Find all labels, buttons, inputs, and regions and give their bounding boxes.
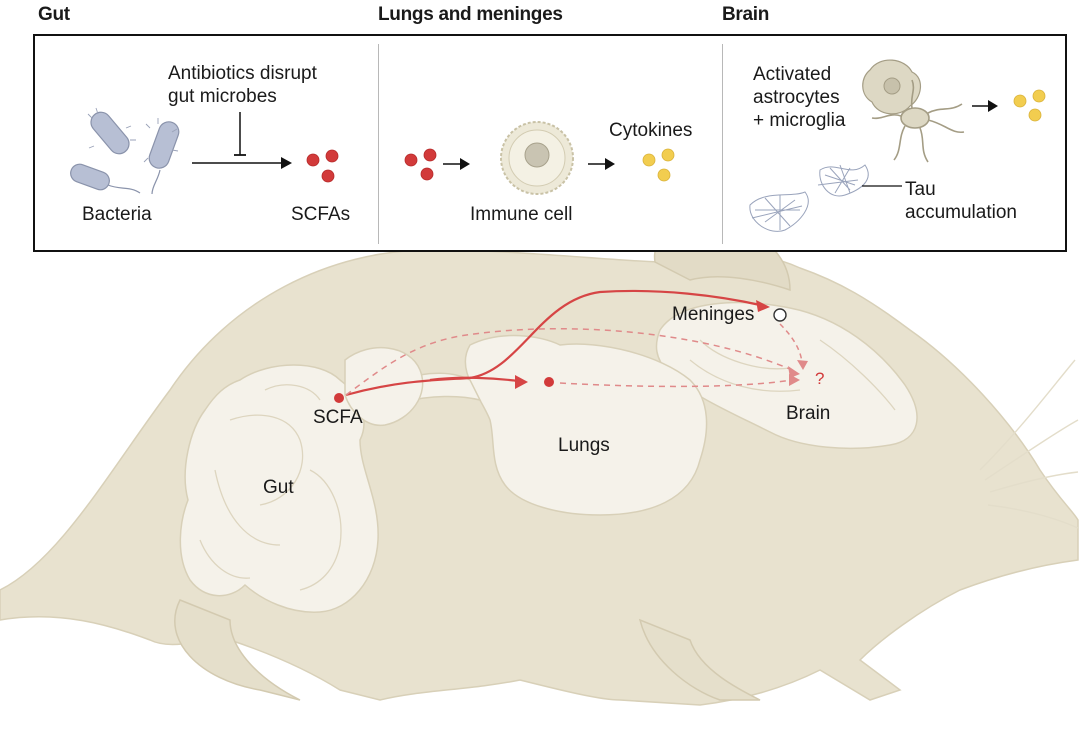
mouse-front-leg <box>638 618 761 701</box>
mouse-hind-leg <box>174 599 301 701</box>
divider-2 <box>722 44 723 244</box>
cytokines-label: Cytokines <box>609 120 693 141</box>
scfa-pathways <box>334 289 808 403</box>
microglia-icon <box>871 79 965 163</box>
pathway-to-meninges <box>345 289 761 397</box>
bacteria-icon <box>70 107 180 195</box>
bacteria-label: Bacteria <box>82 204 152 225</box>
dashed-gut-to-brain <box>345 327 793 396</box>
scfa-dots-2 <box>404 148 437 181</box>
meninges-marker <box>773 308 787 322</box>
lungs-organ <box>464 334 708 516</box>
scfas-label: SCFAs <box>291 204 351 225</box>
dashed-meninges-to-brain <box>779 323 803 363</box>
immune-cell-label: Immune cell <box>470 204 573 225</box>
question-mark: ? <box>815 369 825 388</box>
scfa-dot-lungs <box>544 377 554 387</box>
section-title-gut: Gut <box>38 4 70 25</box>
antibiotics-label-line2: gut microbes <box>168 86 277 107</box>
pathway-to-lungs <box>429 376 519 383</box>
brain-label: Brain <box>786 403 831 424</box>
scfa-dots <box>306 149 339 183</box>
antibiotics-label-line1: Antibiotics disrupt <box>168 63 317 84</box>
tau-label-line1: Tau <box>905 179 936 200</box>
activated-label-line3: + microglia <box>753 110 846 131</box>
divider-1 <box>378 44 379 244</box>
dashed-lungs-to-brain <box>559 379 793 388</box>
tau-label-line2: accumulation <box>905 202 1017 223</box>
section-title-brain: Brain <box>722 4 770 25</box>
astrocyte-icon <box>862 59 921 115</box>
activated-label-line1: Activated <box>753 64 832 85</box>
cytokine-dots-brain <box>1013 89 1046 122</box>
lungs-label: Lungs <box>558 435 610 456</box>
activated-label-line2: astrocytes <box>753 87 840 108</box>
meninges-label: Meninges <box>672 304 755 325</box>
panel-graphics <box>70 59 1046 232</box>
scfa-dot-gut <box>334 393 344 403</box>
gut-label: Gut <box>263 477 294 498</box>
cytokine-dots <box>642 148 675 182</box>
immune-cell-icon <box>500 121 574 195</box>
section-title-lungs-meninges: Lungs and meninges <box>378 4 563 25</box>
whiskers <box>979 359 1079 529</box>
scfa-label: SCFA <box>313 407 363 428</box>
tau-icon <box>749 164 869 232</box>
